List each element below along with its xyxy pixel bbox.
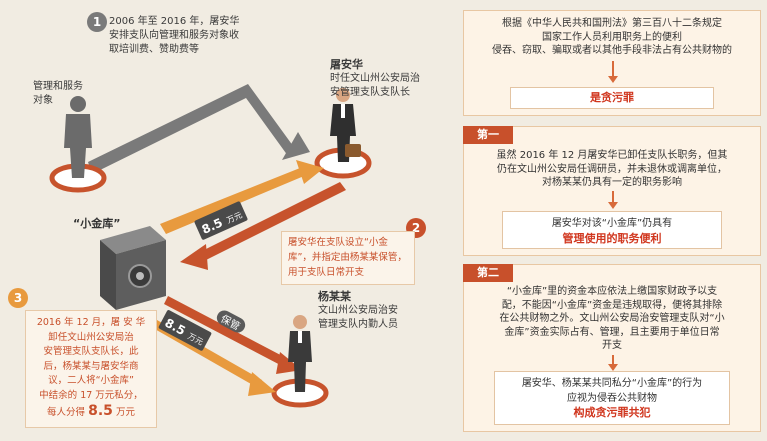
first-result: 屠安华对该“小金库”仍具有 管理使用的职务便利 — [502, 211, 722, 249]
target-person-figure — [64, 96, 92, 178]
second-down-arrow — [608, 355, 618, 371]
step-3-last-suffix: 万元 — [115, 407, 135, 418]
step-2-line: 用于支队日常开支 — [288, 267, 365, 278]
second-line: 金库”资金实际占有、管理，且主要用于单位日常 — [504, 326, 720, 338]
first-result-line2: 管理使用的职务便利 — [562, 232, 662, 245]
flow-arrow-orange-top — [160, 168, 304, 234]
first-line: 对杨某某仍具有一定的职务影响 — [542, 177, 682, 188]
second-line: 开支 — [602, 340, 622, 351]
law-down-arrow — [608, 61, 618, 83]
law-result: 是贪污罪 — [510, 87, 714, 109]
second-result: 屠安华、杨某某共同私分“小金库”的行为 应视为侵吞公共财物 构成贪污罪共犯 — [494, 371, 730, 425]
tu-figure — [330, 88, 361, 162]
second-result-line2: 应视为侵吞公共财物 — [567, 392, 657, 404]
yang-figure — [288, 315, 312, 392]
flow-arrow-red-mid — [196, 182, 346, 262]
step-3-last-prefix: 每人分得 — [47, 407, 86, 418]
second-result-line1: 屠安华、杨某某共同私分“小金库”的行为 — [521, 378, 703, 389]
step-3-last-amount: 8.5 — [88, 403, 113, 419]
tu-name: 屠安华 — [330, 58, 363, 71]
first-result-line1: 屠安华对该“小金库”仍具有 — [551, 218, 673, 229]
second-line: 配，不能因“小金库”资金是违规取得，便将其排除 — [501, 299, 723, 311]
step-1-text: 2006 年至 2016 年，屠安华 安排支队向管理和服务对象收 取培训费、赞助… — [109, 15, 279, 57]
step-3-line: 2016 年 12 月，屠 安 华 — [36, 317, 146, 328]
vault-graphic — [100, 226, 166, 310]
first-tag: 第一 — [463, 126, 513, 144]
flow-arrow-orange-top-head — [296, 160, 324, 184]
tu-title-line: 时任文山州公安局治 — [330, 73, 420, 84]
flow-arrow-orange-low-head — [248, 372, 276, 396]
first-down-arrow — [608, 191, 618, 209]
vault-label: “小金库” — [73, 217, 121, 230]
step-3-line: 卸任文山州公安局治 — [48, 331, 134, 343]
flow-arrow-red-low — [164, 296, 290, 368]
amount-tag-bottom-unit: 万元 — [186, 331, 205, 348]
second-result-line3: 构成贪污罪共犯 — [573, 406, 651, 419]
second-tag: 第二 — [463, 264, 513, 282]
second-line: “小金库”里的资金本应依法上缴国家财政予以支 — [506, 286, 718, 297]
step-2-line: 屠安华在支队设立“小金 — [288, 237, 388, 248]
first-line: 虽然 2016 年 12 月屠安华已卸任支队长职务，但其 — [496, 150, 728, 161]
step-3-last-line: 每人分得 8.5 万元 — [32, 403, 150, 421]
target-person-label: 管理和服务 对象 — [33, 80, 103, 108]
first-line: 仍在文山州公安局任调研员，并未退休或调离单位， — [497, 163, 727, 175]
second-box: 第二 “小金库”里的资金本应依法上缴国家财政予以支 配，不能因“小金库”资金是违… — [463, 264, 761, 432]
law-line: 国家工作人员利用职务上的便利 — [542, 31, 682, 43]
step-3-badge: 3 — [8, 288, 28, 308]
step-2-line: 库”，并指定由杨某某保管， — [288, 252, 407, 263]
yang-name: 杨某某 — [318, 290, 351, 303]
step-1-line: 安排支队向管理和服务对象收 — [109, 30, 239, 41]
flow-arrow-grey — [88, 84, 296, 174]
law-line: 侵吞、窃取、骗取或者以其他手段非法占有公共财物的 — [492, 45, 732, 56]
second-text: “小金库”里的资金本应依法上缴国家财政予以支 配，不能因“小金库”资金是违规取得… — [470, 285, 754, 353]
step-3-card: 2016 年 12 月，屠 安 华 卸任文山州公安局治 安管理支队支队长，此 后… — [25, 310, 157, 428]
step-1-line: 2006 年至 2016 年，屠安华 — [109, 16, 240, 27]
tu-title-line: 安管理支队支队长 — [330, 87, 410, 98]
tu-label: 屠安华 时任文山州公安局治 安管理支队支队长 — [330, 58, 450, 100]
step-3-line: 中结余的 17 万元私分， — [39, 389, 143, 401]
step-3-line: 后，杨某某与屠安华商 — [43, 360, 139, 372]
law-result-text: 是贪污罪 — [590, 91, 634, 104]
amount-tag-top-unit: 万元 — [225, 210, 244, 226]
target-label-line: 对象 — [33, 95, 53, 106]
yang-title-line: 管理支队内勤人员 — [318, 319, 398, 330]
step-3-line: 安管理支队支队长，此 — [43, 346, 139, 357]
yang-title-line: 文山州公安局治安 — [318, 305, 398, 316]
law-text: 根据《中华人民共和国刑法》第三百八十二条规定 国家工作人员利用职务上的便利 侵吞… — [470, 17, 754, 58]
step-1-badge: 1 — [87, 12, 107, 32]
yang-label: 杨某某 文山州公安局治安 管理支队内勤人员 — [318, 290, 438, 332]
flow-arrow-grey-head — [282, 132, 310, 160]
step-1-line: 取培训费、赞助费等 — [109, 44, 199, 55]
law-line: 根据《中华人民共和国刑法》第三百八十二条规定 — [502, 18, 722, 29]
step-3-line: 议，二人将“小金库” — [48, 375, 134, 386]
second-line: 在公共财物之外。文山州公安局治安管理支队对“小 — [499, 313, 725, 324]
first-text: 虽然 2016 年 12 月屠安华已卸任支队长职务，但其 仍在文山州公安局任调研… — [470, 149, 754, 190]
step-2-card: 屠安华在支队设立“小金 库”，并指定由杨某某保管， 用于支队日常开支 — [281, 231, 415, 285]
target-label-line: 管理和服务 — [33, 81, 83, 92]
flow-arrow-red-mid-head — [180, 244, 208, 270]
law-box: 根据《中华人民共和国刑法》第三百八十二条规定 国家工作人员利用职务上的便利 侵吞… — [463, 10, 761, 116]
first-box: 第一 虽然 2016 年 12 月屠安华已卸任支队长职务，但其 仍在文山州公安局… — [463, 126, 761, 256]
